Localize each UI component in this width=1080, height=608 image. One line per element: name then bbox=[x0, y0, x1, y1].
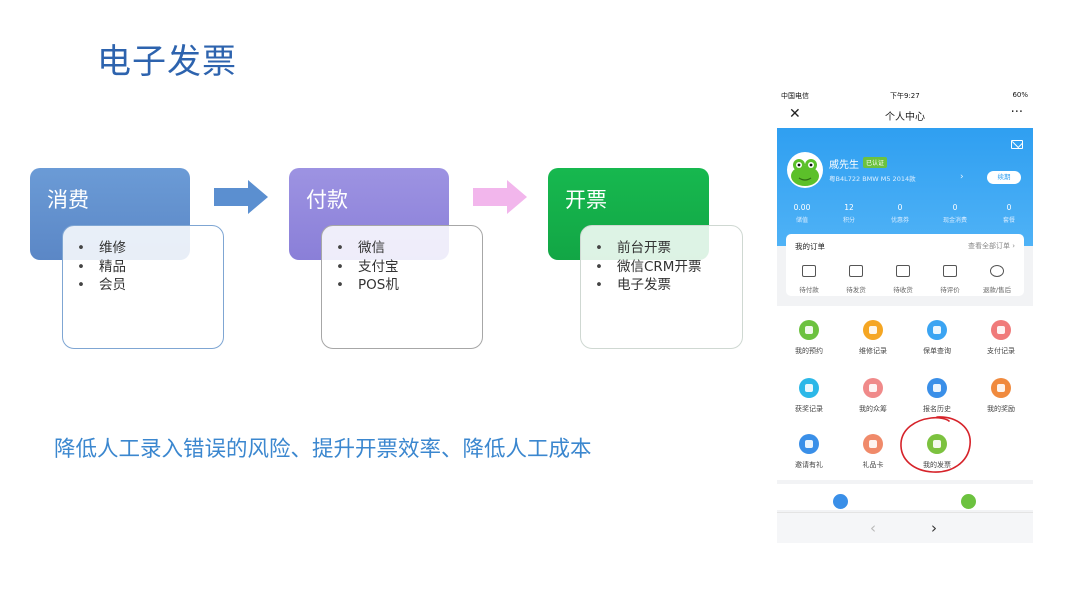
comment-icon bbox=[943, 265, 957, 277]
service-my-crowdfunding[interactable]: 我的众筹 bbox=[841, 378, 905, 414]
mail-icon[interactable] bbox=[1011, 140, 1023, 149]
bullet: • bbox=[77, 240, 85, 256]
calendar-icon bbox=[799, 320, 819, 340]
bullet: • bbox=[77, 258, 85, 275]
user-name: 戚先生 bbox=[829, 160, 859, 171]
gift-card-icon bbox=[863, 434, 883, 454]
list-item: •前台开票 bbox=[595, 240, 671, 256]
flow-step-heading: 付款 bbox=[306, 188, 348, 212]
carrier-label: 中国电信 bbox=[781, 92, 809, 100]
service-payment-records[interactable]: 支付记录 bbox=[969, 320, 1033, 356]
order-pending-receipt[interactable]: 待收货 bbox=[880, 262, 926, 294]
list-item: •微信 bbox=[336, 240, 385, 256]
service-my-rewards[interactable]: 我的奖励 bbox=[969, 378, 1033, 414]
renew-button[interactable]: 续期 bbox=[987, 171, 1021, 184]
car-info: 粤B4L722 BMW M5 2014款 bbox=[829, 175, 916, 183]
bullet: • bbox=[595, 258, 603, 275]
chevron-right-icon[interactable]: › bbox=[931, 519, 937, 537]
upload-icon bbox=[799, 434, 819, 454]
trophy-icon bbox=[991, 378, 1011, 398]
services-grid: 我的预约 维修记录 保单查询 支付记录 获奖记录 我的众筹 报名历史 我的奖励 … bbox=[777, 306, 1033, 480]
service-gift-card[interactable]: 礼品卡 bbox=[841, 434, 905, 470]
bullet: • bbox=[336, 240, 344, 256]
service-my-appointments[interactable]: 我的预约 bbox=[777, 320, 841, 356]
nav-title: 个人中心 bbox=[885, 112, 925, 123]
chevron-left-icon[interactable]: ‹ bbox=[870, 519, 876, 537]
verified-badge: 已认证 bbox=[863, 157, 888, 168]
status-time: 下午9:27 bbox=[890, 92, 920, 100]
service-invite-reward[interactable]: 邀请有礼 bbox=[777, 434, 841, 470]
user-circle-icon bbox=[863, 378, 883, 398]
close-icon[interactable]: ✕ bbox=[789, 106, 801, 122]
status-bar: 中国电信 下午9:27 60% bbox=[777, 88, 1033, 102]
service-my-invoices[interactable]: 我的发票 bbox=[905, 434, 969, 470]
invoice-icon bbox=[927, 434, 947, 454]
service-award-records[interactable]: 获奖记录 bbox=[777, 378, 841, 414]
orders-card: 我的订单 查看全部订单 › 待付款 待发货 待收货 待评价 退款/售后 bbox=[786, 234, 1024, 296]
order-pending-shipment[interactable]: 待发货 bbox=[833, 262, 879, 294]
bullet: • bbox=[77, 277, 85, 293]
bullet: • bbox=[336, 277, 344, 293]
check-shield-icon[interactable] bbox=[961, 494, 976, 509]
list-item: •维修 bbox=[77, 240, 126, 256]
truck-icon bbox=[896, 265, 910, 277]
list-item: •微信CRM开票 bbox=[595, 258, 702, 275]
invoice-detail-box: •前台开票 •微信CRM开票 •电子发票 bbox=[580, 225, 743, 349]
order-refund[interactable]: 退款/售后 bbox=[974, 262, 1020, 294]
consume-detail-box: •维修 •精品 •会员 bbox=[62, 225, 224, 349]
service-repair-records[interactable]: 维修记录 bbox=[841, 320, 905, 356]
box-icon bbox=[849, 265, 863, 277]
slide-title: 电子发票 bbox=[97, 42, 237, 82]
flow-step-heading: 消费 bbox=[47, 188, 89, 212]
bullet: • bbox=[595, 277, 603, 293]
order-pending-payment[interactable]: 待付款 bbox=[786, 262, 832, 294]
chevron-right-icon[interactable]: › bbox=[960, 172, 964, 182]
red-circle-annotation bbox=[900, 416, 971, 473]
phone-screenshot: 中国电信 下午9:27 60% ✕ 个人中心 ··· 戚先生 已认证 粤B4L7… bbox=[777, 88, 1033, 543]
document-icon bbox=[927, 320, 947, 340]
service-signup-history[interactable]: 报名历史 bbox=[905, 378, 969, 414]
service-policy-query[interactable]: 保单查询 bbox=[905, 320, 969, 356]
pen-icon bbox=[927, 378, 947, 398]
list-item: •电子发票 bbox=[595, 277, 671, 293]
list-item: •支付宝 bbox=[336, 258, 399, 275]
slide-summary: 降低人工录入错误的风险、提升开票效率、降低人工成本 bbox=[54, 437, 592, 462]
order-pending-review[interactable]: 待评价 bbox=[927, 262, 973, 294]
frog-avatar-icon bbox=[791, 159, 819, 186]
nav-bar: ✕ 个人中心 ··· bbox=[777, 102, 1033, 128]
arrow-right-icon bbox=[214, 180, 268, 214]
gift-icon bbox=[799, 378, 819, 398]
flow-step-heading: 开票 bbox=[565, 188, 607, 212]
wallet-icon bbox=[802, 265, 816, 277]
bullet: • bbox=[595, 240, 603, 256]
view-all-orders-link[interactable]: 查看全部订单 › bbox=[967, 242, 1015, 250]
card-icon bbox=[991, 320, 1011, 340]
avatar[interactable] bbox=[787, 152, 823, 188]
battery-level: 60% bbox=[1012, 91, 1028, 99]
orders-heading: 我的订单 bbox=[795, 242, 825, 251]
user-icon[interactable] bbox=[833, 494, 848, 509]
yen-icon bbox=[990, 265, 1004, 277]
more-icon[interactable]: ··· bbox=[1010, 105, 1023, 120]
list-item: •会员 bbox=[77, 277, 126, 293]
list-item: •精品 bbox=[77, 258, 126, 275]
list-item: •POS机 bbox=[336, 277, 399, 293]
bullet: • bbox=[336, 258, 344, 275]
pager-bar: ‹ › bbox=[777, 512, 1033, 543]
pay-detail-box: •微信 •支付宝 •POS机 bbox=[321, 225, 483, 349]
bottom-strip bbox=[777, 484, 1033, 510]
arrow-right-icon bbox=[473, 180, 527, 214]
wrench-icon bbox=[863, 320, 883, 340]
